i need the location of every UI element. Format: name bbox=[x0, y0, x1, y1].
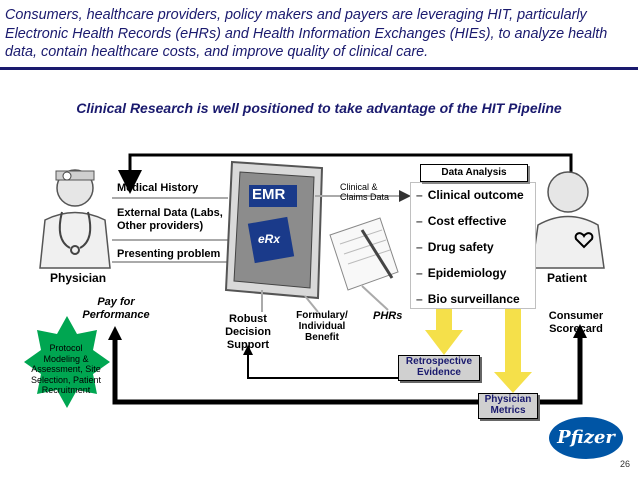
list-item: –Cost effective bbox=[416, 214, 507, 228]
emr-tablet bbox=[224, 160, 324, 300]
header-banner: Consumers, healthcare providers, policy … bbox=[0, 0, 638, 70]
list-item: –Clinical outcome bbox=[416, 188, 524, 202]
physician-metrics-badge: Physician Metrics bbox=[478, 393, 538, 419]
pfizer-logo: Pfizer bbox=[548, 416, 624, 460]
data-analysis-list: –Clinical outcome –Cost effective –Drug … bbox=[416, 188, 524, 318]
page-number: 26 bbox=[619, 459, 630, 469]
retrospective-evidence-badge: Retrospective Evidence bbox=[398, 355, 480, 381]
physician-label: Physician bbox=[50, 271, 107, 285]
yellow-arrow-physician-metrics bbox=[494, 307, 532, 393]
bottom-feedback-line bbox=[112, 330, 583, 405]
data-analysis-header: Data Analysis bbox=[420, 164, 528, 182]
protocol-text: Protocol Modeling & Assessment, Site Sel… bbox=[30, 343, 102, 395]
patient-label: Patient bbox=[547, 271, 588, 285]
consumer-scorecard-label: Consumer Scorecard bbox=[548, 310, 604, 335]
top-feedback-line bbox=[118, 153, 573, 194]
emr-label: EMR bbox=[252, 186, 286, 203]
subtitle: Clinical Research is well positioned to … bbox=[76, 100, 562, 116]
phr-paper-icon bbox=[329, 217, 399, 291]
decision-support-line bbox=[247, 350, 400, 379]
phrs-label: PHRs bbox=[373, 310, 403, 322]
list-item: –Epidemiology bbox=[416, 266, 507, 280]
patient-figure bbox=[531, 171, 605, 269]
erx-label: eRx bbox=[258, 232, 281, 246]
input-medical-history: Medical History bbox=[117, 182, 199, 194]
input-external-data: External Data (Labs, Other providers) bbox=[117, 207, 223, 232]
list-item: –Drug safety bbox=[416, 240, 494, 254]
arrow-up-consumer-scorecard bbox=[573, 324, 587, 338]
arrow-up-pay-for-performance bbox=[108, 326, 122, 340]
data-analysis-box bbox=[410, 182, 536, 309]
pay-for-performance-label: Pay for Performance bbox=[82, 296, 150, 321]
clinical-claims-label: Clinical & Claims Data bbox=[340, 182, 390, 202]
pfizer-logo-text: Pfizer bbox=[557, 427, 615, 448]
header-text: Consumers, healthcare providers, policy … bbox=[5, 7, 608, 60]
robust-decision-support-label: Robust Decision Support bbox=[225, 313, 271, 351]
protocol-star bbox=[24, 316, 110, 408]
list-item: –Bio surveillance bbox=[416, 292, 520, 306]
physician-figure bbox=[39, 169, 111, 269]
input-presenting-problem: Presenting problem bbox=[117, 248, 221, 260]
pfizer-logo-shape bbox=[549, 417, 623, 459]
formulary-label: Formulary/ Individual Benefit bbox=[296, 310, 348, 343]
yellow-arrow-retrospective bbox=[425, 307, 463, 355]
